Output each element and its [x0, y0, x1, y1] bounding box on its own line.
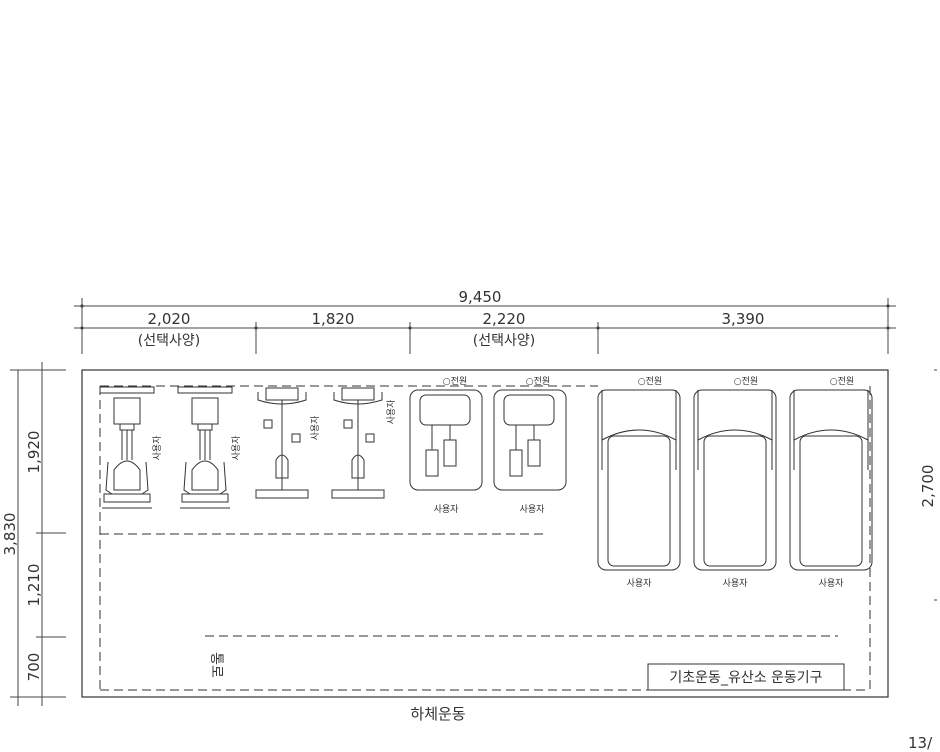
power-label-4: ○전원 — [734, 376, 758, 387]
treadmill-1 — [597, 389, 681, 571]
upright-bike-1 — [255, 387, 309, 499]
elliptical-1 — [409, 389, 483, 491]
title-box — [647, 663, 845, 691]
user-label-3: 사용자 — [310, 415, 321, 441]
dim-left-3: 700 — [25, 653, 43, 682]
dim-segment-3: 2,220 — [483, 310, 526, 328]
user-label-1: 사용자 — [152, 435, 163, 461]
page-number: 13/ — [908, 734, 933, 752]
room-outline — [81, 369, 889, 698]
option-label-1: (선택사양) — [138, 333, 200, 349]
dim-segment-1: 2,020 — [148, 310, 191, 328]
dim-segment-2: 1,820 — [312, 310, 355, 328]
treadmill-2 — [693, 389, 777, 571]
power-label-5: ○전원 — [830, 376, 854, 387]
title-box-text: 기초운동_유산소 운동기구 — [669, 670, 822, 686]
power-label-1: ○전원 — [443, 376, 467, 387]
upright-bike-2 — [331, 387, 385, 499]
left-dimensions — [10, 362, 66, 706]
treadmill-3 — [789, 389, 873, 571]
power-label-3: ○전원 — [638, 376, 662, 387]
recumbent-bike-1 — [99, 386, 155, 509]
top-dimensions — [74, 298, 896, 354]
dim-right: 2,700 — [919, 465, 937, 508]
power-label-2: ○전원 — [526, 376, 550, 387]
option-label-2: (선택사양) — [473, 333, 535, 349]
elliptical-2 — [493, 389, 567, 491]
zone-label: 하체운동 — [410, 705, 465, 723]
dim-segment-4: 3,390 — [722, 310, 765, 328]
user-label-4: 사용자 — [386, 399, 397, 425]
dim-left-1: 1,920 — [25, 431, 43, 474]
user-label-8: 사용자 — [723, 578, 749, 589]
dim-left-2: 1,210 — [25, 564, 43, 607]
user-label-9: 사용자 — [819, 578, 845, 589]
recumbent-bike-2 — [177, 386, 233, 509]
rail-label: 통로 — [208, 652, 224, 678]
user-label-7: 사용자 — [627, 578, 653, 589]
user-label-2: 사용자 — [231, 435, 242, 461]
user-label-5: 사용자 — [434, 504, 460, 515]
dim-left-total: 3,830 — [1, 513, 19, 556]
dim-total-width: 9,450 — [459, 288, 502, 306]
user-label-6: 사용자 — [520, 504, 546, 515]
